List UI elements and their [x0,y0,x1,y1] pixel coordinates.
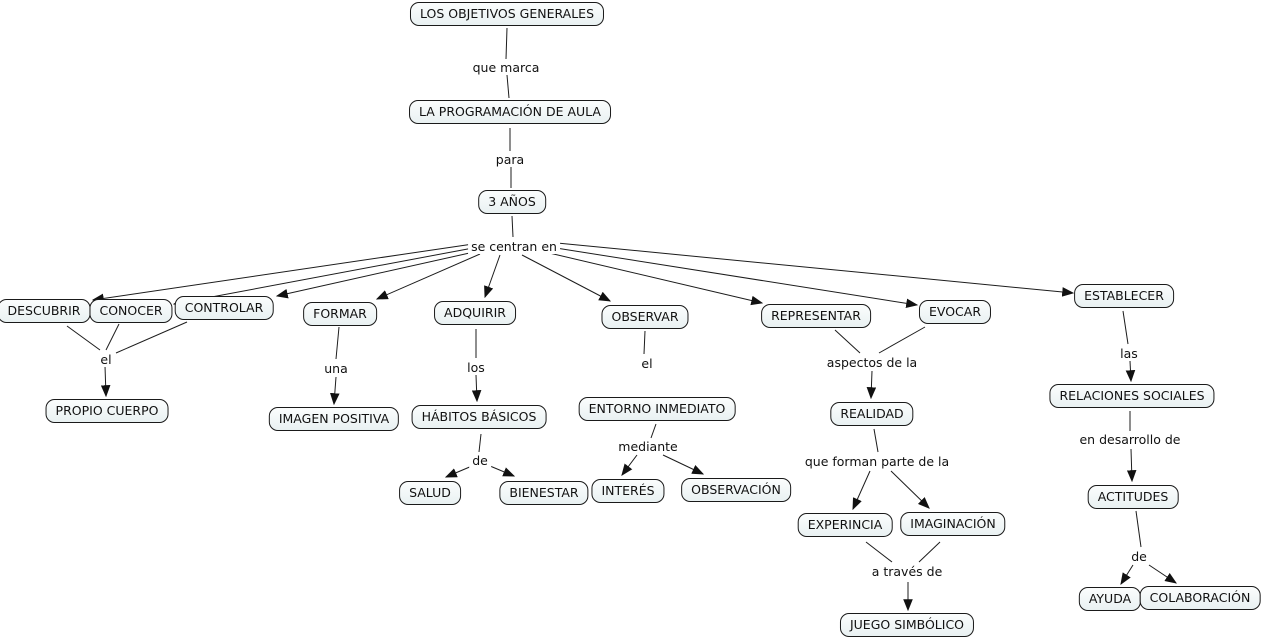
edge-imaginacion-atraves [918,541,941,563]
arrow-de-salud [444,465,473,478]
edge-entorno-mediante [650,423,657,439]
arrow-secentran-establecer [556,242,1075,297]
link-para[interactable]: para [492,152,528,167]
arrow-el-propiocuerpo [100,365,111,398]
link-de-ayuda[interactable]: de [1128,549,1150,564]
node-los-objetivos-generales[interactable]: LOS OBJETIVOS GENERALES [409,2,605,26]
arrow-secentran-controlar [275,251,475,299]
edge-habitos-de [478,433,482,453]
node-bienestar[interactable]: BIENESTAR [499,481,589,505]
arrow-secentran-adquirir [484,254,501,299]
edge-descubrir-el [66,325,101,351]
link-que-forman-parte[interactable]: que forman parte de la [801,454,953,469]
link-el-cuerpo[interactable]: el [97,352,115,367]
arrow-secentran-conocer [172,247,474,307]
node-propio-cuerpo[interactable]: PROPIO CUERPO [45,399,169,423]
edge-representar-aspectos [834,329,861,354]
node-establecer[interactable]: ESTABLECER [1074,284,1174,308]
arrow-queforman-experincia [852,470,871,511]
edge-observar-el [643,330,646,355]
arrow-secentran-representar [544,251,764,306]
node-3-anos[interactable]: 3 AÑOS [478,190,546,214]
arrow-las-relaciones [1125,360,1136,383]
node-formar[interactable]: FORMAR [303,302,377,326]
arrow-secentran-observar [521,254,612,302]
node-entorno-inmediato[interactable]: ENTORNO INMEDIATO [578,397,736,421]
arrow-queforman-imaginacion [890,470,930,509]
edge-formar-una [335,326,340,360]
link-de-salud[interactable]: de [469,453,491,468]
edge-objetivos-quemarca [505,27,508,60]
node-adquirir[interactable]: ADQUIRIR [434,301,516,325]
link-el-entorno[interactable]: el [638,356,656,371]
edge-conocer-el [105,323,120,351]
node-imagen-positiva[interactable]: IMAGEN POSITIVA [268,407,400,431]
arrow-secentran-descubrir [91,243,474,304]
link-una[interactable]: una [321,361,351,376]
edge-experincia-atraves [865,541,893,563]
link-a-traves-de[interactable]: a través de [868,564,946,579]
edge-evocar-aspectos [878,326,926,354]
arrow-aspectos-realidad [866,370,877,400]
node-habitos-basicos[interactable]: HÁBITOS BÁSICOS [411,405,547,429]
link-los[interactable]: los [464,360,488,375]
node-observar[interactable]: OBSERVAR [601,305,689,329]
edge-establecer-las [1122,310,1129,345]
node-juego-simbolico[interactable]: JUEGO SIMBÓLICO [839,613,975,637]
edge-actitudes-de [1135,510,1142,548]
edge-realidad-queforman [873,428,879,453]
node-descubrir[interactable]: DESCUBRIR [0,299,91,323]
node-relaciones-sociales[interactable]: RELACIONES SOCIALES [1049,384,1215,408]
arrow-de-ayuda [1120,564,1134,586]
node-experincia[interactable]: EXPERINCIA [797,513,893,537]
arrow-los-habitos [471,374,482,403]
arrow-de-colaboracion [1148,564,1177,584]
link-mediante[interactable]: mediante [615,439,681,454]
node-controlar[interactable]: CONTROLAR [174,296,274,320]
node-imaginacion[interactable]: IMAGINACIÓN [900,512,1006,536]
arrow-mediante-observacion [662,454,705,475]
link-que-marca[interactable]: que marca [469,60,543,75]
arrow-secentran-formar [375,253,481,300]
node-evocar[interactable]: EVOCAR [918,300,992,324]
arrow-de-bienestar [489,465,516,477]
edge-controlar-el [115,321,188,354]
arrow-una-imagenpositiva [330,376,340,406]
node-colaboracion[interactable]: COLABORACIÓN [1139,586,1261,610]
node-conocer[interactable]: CONOCER [89,299,173,323]
link-aspectos-de-la[interactable]: aspectos de la [823,355,921,370]
link-se-centran-en[interactable]: se centran en [468,239,560,254]
node-interes[interactable]: INTERÉS [591,479,665,503]
node-observacion[interactable]: OBSERVACIÓN [681,478,791,502]
arrow-endesarrollo-actitudes [1126,448,1137,483]
edge-quemarca-programacion [506,74,510,99]
arrow-secentran-evocar [555,247,919,309]
node-realidad[interactable]: REALIDAD [830,402,914,426]
link-las[interactable]: las [1117,346,1141,361]
node-la-programacion-de-aula[interactable]: LA PROGRAMACIÓN DE AULA [409,100,611,124]
node-ayuda[interactable]: AYUDA [1078,587,1142,611]
link-en-desarrollo-de[interactable]: en desarrollo de [1076,432,1184,447]
node-actitudes[interactable]: ACTITUDES [1087,485,1179,509]
node-representar[interactable]: REPRESENTAR [761,304,871,328]
node-salud[interactable]: SALUD [399,481,461,505]
edge-anos3-secentran [511,215,514,238]
arrow-mediante-interes [621,454,638,476]
